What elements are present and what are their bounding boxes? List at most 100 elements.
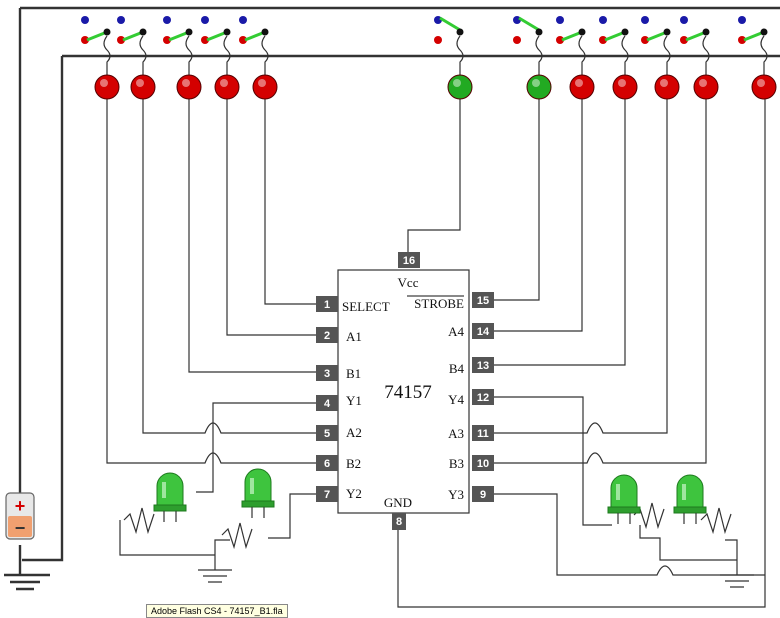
pin-12-box (472, 389, 494, 405)
led-y1 (153, 472, 187, 522)
pin-6-label: B2 (346, 456, 361, 471)
pin-1-box (316, 296, 338, 312)
battery-plus: + (15, 496, 26, 516)
resistor-y1 (123, 507, 155, 535)
pin-14-box (472, 323, 494, 339)
pin-7-number: 7 (324, 489, 330, 501)
pin-4-label: Y1 (346, 393, 362, 408)
wire-b3 (494, 99, 707, 464)
pin-3-box (316, 365, 338, 381)
indicator-2-red (130, 74, 156, 100)
toggle-switch-1[interactable] (81, 16, 111, 44)
pin-14-label: A4 (448, 324, 464, 339)
battery-minus: − (15, 518, 26, 538)
pin-6-number: 6 (324, 458, 330, 470)
pin-3-label: B1 (346, 366, 361, 381)
wire-a2 (142, 99, 316, 434)
pin-5-number: 5 (324, 428, 330, 440)
indicator-10-red (654, 74, 680, 100)
indicator-5-red (252, 74, 278, 100)
pin-15-box (472, 292, 494, 308)
pin-4-number: 4 (324, 398, 331, 410)
wire-y4 (494, 396, 612, 526)
toggle-switch-7[interactable] (513, 16, 543, 44)
top-rail (18, 6, 780, 500)
pin-11-number: 11 (477, 428, 489, 440)
chip-name: 74157 (384, 382, 432, 403)
pin-10-label: B3 (449, 456, 464, 471)
resistor-y4 (700, 507, 732, 535)
led-y4 (673, 474, 707, 524)
wire-y3 (494, 493, 765, 576)
pin-9-label: Y3 (448, 487, 464, 502)
wire-b2 (106, 99, 316, 464)
wire-y1 (196, 402, 316, 493)
wire-strobe (494, 99, 540, 301)
pin-8-label: GND (384, 495, 412, 510)
pin-13-label: B4 (449, 361, 465, 376)
resistor-y2 (221, 522, 253, 550)
pin-1-number: 1 (324, 299, 330, 311)
battery-icon: + − (5, 492, 35, 540)
pin-12-label: Y4 (448, 392, 464, 407)
pin-6-box (316, 455, 338, 471)
pin-10-number: 10 (477, 458, 489, 470)
wire-vcc (407, 99, 461, 252)
toggle-switch-3[interactable] (163, 16, 193, 44)
tooltip: Adobe Flash CS4 - 74157_B1.fla (146, 604, 288, 618)
pin-11-box (472, 425, 494, 441)
indicator-12-red (751, 74, 777, 100)
toggle-switch-6[interactable] (434, 16, 464, 44)
pin-2-box (316, 327, 338, 343)
indicator-4-red (214, 74, 240, 100)
pin-2-number: 2 (324, 330, 330, 342)
wire-led-right-return (639, 525, 754, 588)
toggle-switch-5[interactable] (239, 16, 269, 44)
pin-16-box (398, 252, 420, 268)
wire-gnd (397, 99, 766, 608)
toggle-switch-11[interactable] (680, 16, 710, 44)
indicator-8-red (569, 74, 595, 100)
toggle-switch-8[interactable] (556, 16, 586, 44)
pin-9-box (472, 486, 494, 502)
chip-body (337, 269, 470, 514)
mid-rail (22, 54, 780, 562)
pin-11-label: A3 (448, 426, 464, 441)
wire-select (264, 99, 316, 305)
indicator-11-red (693, 74, 719, 100)
indicator-1-red (94, 74, 120, 100)
led-y3 (607, 474, 641, 524)
pin-12-number: 12 (477, 392, 489, 404)
wire-a1 (226, 99, 316, 336)
pin-16-number: 16 (403, 255, 415, 267)
wire-b1 (188, 99, 316, 373)
pin-14-number: 14 (477, 326, 490, 338)
pin-15-label: STROBE (414, 296, 464, 311)
toggle-switch-10[interactable] (641, 16, 671, 44)
pin-9-number: 9 (480, 489, 486, 501)
wire-a4 (494, 99, 583, 332)
pin-7-box (316, 486, 338, 502)
pin-13-box (472, 357, 494, 373)
indicator-6-green (447, 74, 473, 100)
pin-16-label: Vcc (398, 275, 419, 290)
indicator-9-red (612, 74, 638, 100)
wire-b4 (494, 99, 626, 366)
pin-5-label: A2 (346, 425, 362, 440)
wire-a3 (494, 99, 668, 434)
pin-5-box (316, 425, 338, 441)
pin-4-box (316, 395, 338, 411)
toggle-switch-12[interactable] (738, 16, 768, 44)
pin-1-label: SELECT (342, 299, 390, 314)
led-y2 (241, 468, 275, 518)
pin-3-number: 3 (324, 368, 330, 380)
toggle-switch-2[interactable] (117, 16, 147, 44)
pin-10-box (472, 455, 494, 471)
pin-15-number: 15 (477, 295, 489, 307)
pin-7-label: Y2 (346, 486, 362, 501)
pin-8-box (392, 513, 406, 530)
ground-rail (4, 545, 50, 591)
toggle-switch-4[interactable] (201, 16, 231, 44)
wire-led-left-return (119, 520, 232, 583)
toggle-switch-9[interactable] (599, 16, 629, 44)
